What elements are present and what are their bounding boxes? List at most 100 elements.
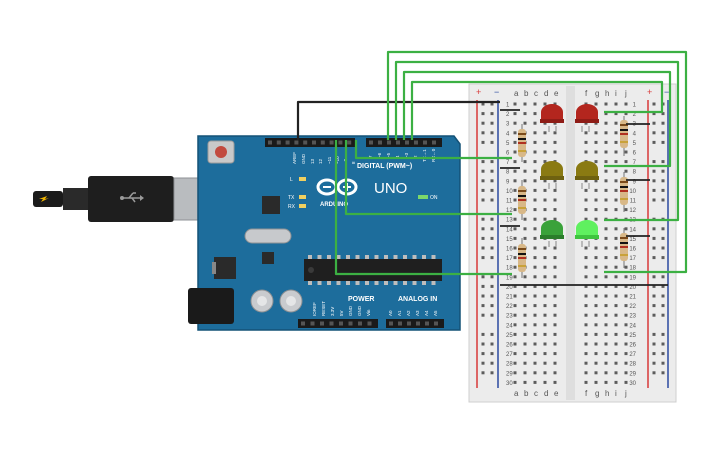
header-pin[interactable] — [398, 321, 402, 326]
breadboard-hole[interactable] — [661, 169, 665, 173]
breadboard-hole[interactable] — [553, 121, 557, 125]
breadboard-hole[interactable] — [513, 265, 517, 269]
header-pin[interactable] — [320, 321, 324, 326]
breadboard-hole[interactable] — [624, 150, 628, 154]
breadboard-hole[interactable] — [553, 102, 557, 106]
header-pin[interactable] — [339, 321, 343, 326]
breadboard-hole[interactable] — [533, 236, 537, 240]
breadboard-hole[interactable] — [513, 188, 517, 192]
breadboard-hole[interactable] — [513, 217, 517, 221]
header-pin[interactable] — [369, 140, 373, 145]
breadboard-hole[interactable] — [523, 284, 527, 288]
breadboard-hole[interactable] — [553, 256, 557, 260]
breadboard-hole[interactable] — [661, 332, 665, 336]
breadboard-hole[interactable] — [624, 313, 628, 317]
breadboard-hole[interactable] — [594, 121, 598, 125]
breadboard-hole[interactable] — [481, 352, 485, 356]
breadboard-hole[interactable] — [553, 150, 557, 154]
breadboard-hole[interactable] — [652, 313, 656, 317]
breadboard-hole[interactable] — [553, 188, 557, 192]
breadboard-hole[interactable] — [661, 304, 665, 308]
breadboard-hole[interactable] — [481, 246, 485, 250]
breadboard-hole[interactable] — [513, 284, 517, 288]
breadboard-hole[interactable] — [490, 275, 494, 279]
breadboard-hole[interactable] — [661, 140, 665, 144]
header-pin[interactable] — [301, 321, 305, 326]
breadboard-hole[interactable] — [652, 294, 656, 298]
breadboard-hole[interactable] — [604, 265, 608, 269]
breadboard-hole[interactable] — [614, 150, 618, 154]
breadboard-hole[interactable] — [614, 294, 618, 298]
breadboard-hole[interactable] — [523, 217, 527, 221]
breadboard-hole[interactable] — [594, 342, 598, 346]
breadboard-hole[interactable] — [652, 227, 656, 231]
breadboard-hole[interactable] — [490, 112, 494, 116]
breadboard-hole[interactable] — [661, 188, 665, 192]
breadboard-hole[interactable] — [652, 352, 656, 356]
header-pin[interactable] — [432, 140, 436, 145]
breadboard-hole[interactable] — [553, 179, 557, 183]
breadboard-hole[interactable] — [513, 236, 517, 240]
breadboard-hole[interactable] — [553, 284, 557, 288]
breadboard-hole[interactable] — [604, 371, 608, 375]
breadboard-hole[interactable] — [652, 284, 656, 288]
breadboard-hole[interactable] — [523, 112, 527, 116]
breadboard-hole[interactable] — [533, 121, 537, 125]
breadboard-hole[interactable] — [490, 188, 494, 192]
breadboard-hole[interactable] — [533, 265, 537, 269]
header-pin[interactable] — [310, 321, 315, 326]
breadboard-hole[interactable] — [594, 150, 598, 154]
arduino-uno-board[interactable]: ARDUINO UNO L TX RX ON DIGITAL (PWM~) AR… — [33, 135, 461, 331]
breadboard-hole[interactable] — [652, 102, 656, 106]
breadboard-hole[interactable] — [533, 323, 537, 327]
breadboard-hole[interactable] — [533, 304, 537, 308]
breadboard-hole[interactable] — [553, 371, 557, 375]
breadboard-hole[interactable] — [604, 323, 608, 327]
breadboard-hole[interactable] — [533, 169, 537, 173]
breadboard-hole[interactable] — [543, 294, 547, 298]
resistor-3[interactable] — [518, 238, 526, 278]
breadboard-hole[interactable] — [513, 160, 517, 164]
breadboard-hole[interactable] — [614, 352, 618, 356]
breadboard-hole[interactable] — [513, 131, 517, 135]
breadboard-hole[interactable] — [513, 121, 517, 125]
resistor-6[interactable] — [620, 228, 628, 268]
breadboard-hole[interactable] — [481, 304, 485, 308]
breadboard-hole[interactable] — [594, 323, 598, 327]
breadboard-hole[interactable] — [624, 361, 628, 365]
breadboard-hole[interactable] — [543, 179, 547, 183]
header-pin[interactable] — [416, 321, 420, 326]
breadboard-hole[interactable] — [652, 256, 656, 260]
breadboard-hole[interactable] — [614, 265, 618, 269]
led-red-2[interactable] — [575, 104, 599, 132]
breadboard-hole[interactable] — [553, 131, 557, 135]
breadboard-hole[interactable] — [584, 332, 588, 336]
breadboard-hole[interactable] — [614, 160, 618, 164]
breadboard-hole[interactable] — [584, 102, 588, 106]
breadboard-hole[interactable] — [543, 160, 547, 164]
breadboard-hole[interactable] — [624, 323, 628, 327]
breadboard-hole[interactable] — [490, 227, 494, 231]
breadboard-hole[interactable] — [543, 102, 547, 106]
led-yellow-2[interactable] — [575, 161, 599, 189]
breadboard-hole[interactable] — [543, 313, 547, 317]
breadboard-hole[interactable] — [553, 294, 557, 298]
breadboard-hole[interactable] — [614, 227, 618, 231]
breadboard-hole[interactable] — [614, 313, 618, 317]
breadboard-hole[interactable] — [553, 208, 557, 212]
breadboard-hole[interactable] — [481, 179, 485, 183]
breadboard-hole[interactable] — [523, 361, 527, 365]
breadboard-hole[interactable] — [481, 313, 485, 317]
breadboard-hole[interactable] — [490, 284, 494, 288]
breadboard-hole[interactable] — [661, 284, 665, 288]
breadboard-hole[interactable] — [652, 169, 656, 173]
breadboard-hole[interactable] — [481, 198, 485, 202]
breadboard-hole[interactable] — [543, 332, 547, 336]
breadboard-hole[interactable] — [543, 188, 547, 192]
breadboard-hole[interactable] — [604, 275, 608, 279]
breadboard-hole[interactable] — [481, 188, 485, 192]
breadboard-hole[interactable] — [604, 256, 608, 260]
breadboard-hole[interactable] — [614, 332, 618, 336]
breadboard-hole[interactable] — [594, 313, 598, 317]
